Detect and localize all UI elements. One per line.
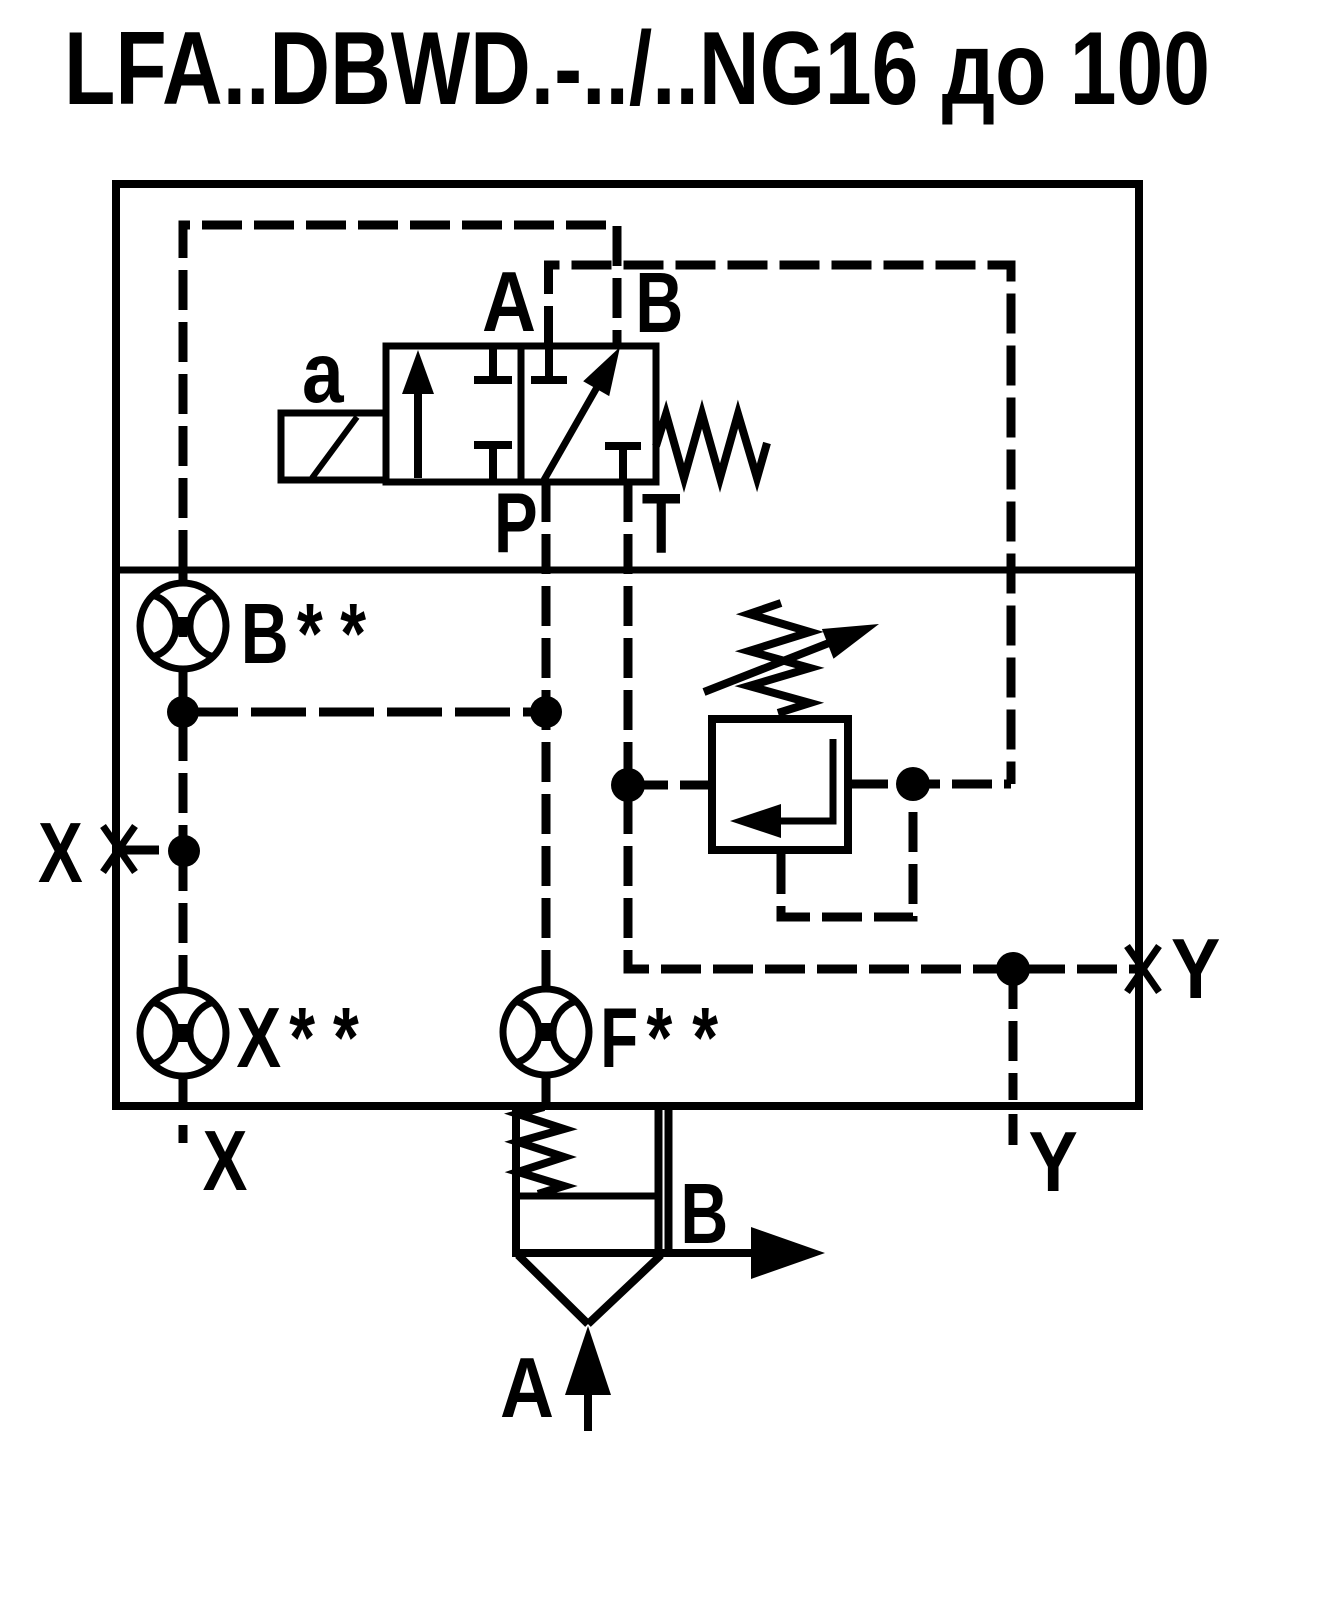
svg-text:B: B — [635, 256, 683, 351]
svg-text:a: a — [302, 326, 345, 420]
svg-text:*: * — [297, 587, 323, 682]
svg-text:P: P — [494, 476, 538, 571]
svg-text:X: X — [38, 807, 83, 901]
svg-text:X: X — [236, 992, 281, 1086]
svg-text:B: B — [680, 1167, 728, 1262]
svg-text:B: B — [241, 587, 289, 682]
svg-text:Y: Y — [1171, 921, 1220, 1016]
svg-text:Y: Y — [1029, 1114, 1078, 1209]
svg-text:T: T — [642, 476, 681, 571]
svg-text:A: A — [500, 1341, 554, 1435]
svg-text:LFA..DBWD.-../..NG16 до 100: LFA..DBWD.-../..NG16 до 100 — [64, 11, 1210, 127]
svg-text:*: * — [647, 991, 673, 1086]
svg-text:*: * — [692, 991, 718, 1086]
svg-text:*: * — [289, 991, 315, 1086]
svg-text:F: F — [600, 990, 638, 1085]
svg-text:*: * — [333, 991, 359, 1086]
svg-text:A: A — [482, 255, 536, 349]
svg-text:X: X — [203, 1115, 248, 1209]
svg-text:*: * — [340, 587, 366, 682]
